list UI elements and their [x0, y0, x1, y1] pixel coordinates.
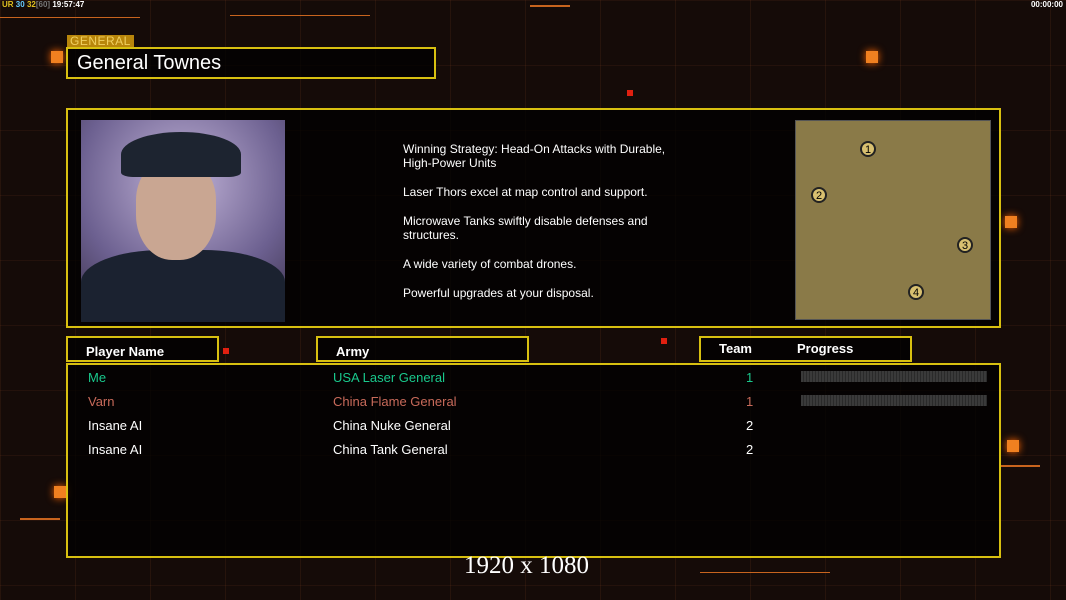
map-preview: 1 2 3 4	[795, 120, 991, 320]
player-army: USA Laser General	[333, 370, 446, 385]
deco-square	[1007, 440, 1019, 452]
resolution-label: 1920 x 1080	[464, 552, 589, 579]
deco-line	[700, 572, 830, 573]
player-name: Insane AI	[88, 442, 143, 457]
description-line: A wide variety of combat drones.	[403, 257, 577, 271]
player-name: Varn	[88, 394, 115, 409]
deco-square	[51, 51, 63, 63]
general-name: General Townes	[66, 47, 436, 79]
deco-square	[627, 90, 633, 96]
general-label: GENERAL	[67, 35, 134, 48]
player-army: China Flame General	[333, 394, 457, 409]
header-player-name: Player Name	[66, 336, 219, 362]
player-team: 2	[746, 418, 754, 433]
header-army: Army	[316, 336, 529, 362]
player-name: Me	[88, 370, 107, 385]
deco-square	[661, 338, 667, 344]
description-line: Laser Thors excel at map control and sup…	[403, 185, 648, 199]
player-row: Me USA Laser General 1	[88, 367, 988, 391]
progress-bar	[801, 371, 987, 382]
fps-readout: UR 30 32[60] 19:57:47	[2, 0, 85, 9]
description-line: Powerful upgrades at your disposal.	[403, 286, 594, 300]
start-position: 2	[811, 187, 827, 203]
player-army: China Tank General	[333, 442, 448, 457]
general-info-panel: Winning Strategy: Head-On Attacks with D…	[66, 108, 1001, 328]
general-description: Winning Strategy: Head-On Attacks with D…	[403, 142, 703, 315]
start-position: 3	[957, 237, 973, 253]
deco-line	[230, 15, 370, 16]
deco-line	[0, 17, 140, 18]
player-row: Varn China Flame General 1	[88, 391, 988, 415]
player-army: China Nuke General	[333, 418, 451, 433]
game-timer: 00:00:00	[1030, 0, 1063, 9]
player-team: 1	[746, 370, 754, 385]
deco-square	[54, 486, 66, 498]
player-row: Insane AI China Tank General 2	[88, 439, 988, 463]
player-team: 1	[746, 394, 754, 409]
deco-line	[20, 518, 60, 520]
start-position: 1	[860, 141, 876, 157]
description-line: Microwave Tanks swiftly disable defenses…	[403, 214, 648, 242]
player-name: Insane AI	[88, 418, 143, 433]
deco-square	[1005, 216, 1017, 228]
player-team: 2	[746, 442, 754, 457]
description-line: Winning Strategy: Head-On Attacks with D…	[403, 142, 666, 170]
player-row: Insane AI China Nuke General 2	[88, 415, 988, 439]
deco-line	[530, 5, 570, 7]
deco-line	[1000, 465, 1040, 467]
general-portrait	[81, 120, 285, 322]
progress-bar	[801, 395, 987, 406]
deco-square	[866, 51, 878, 63]
start-position: 4	[908, 284, 924, 300]
deco-square	[223, 348, 229, 354]
